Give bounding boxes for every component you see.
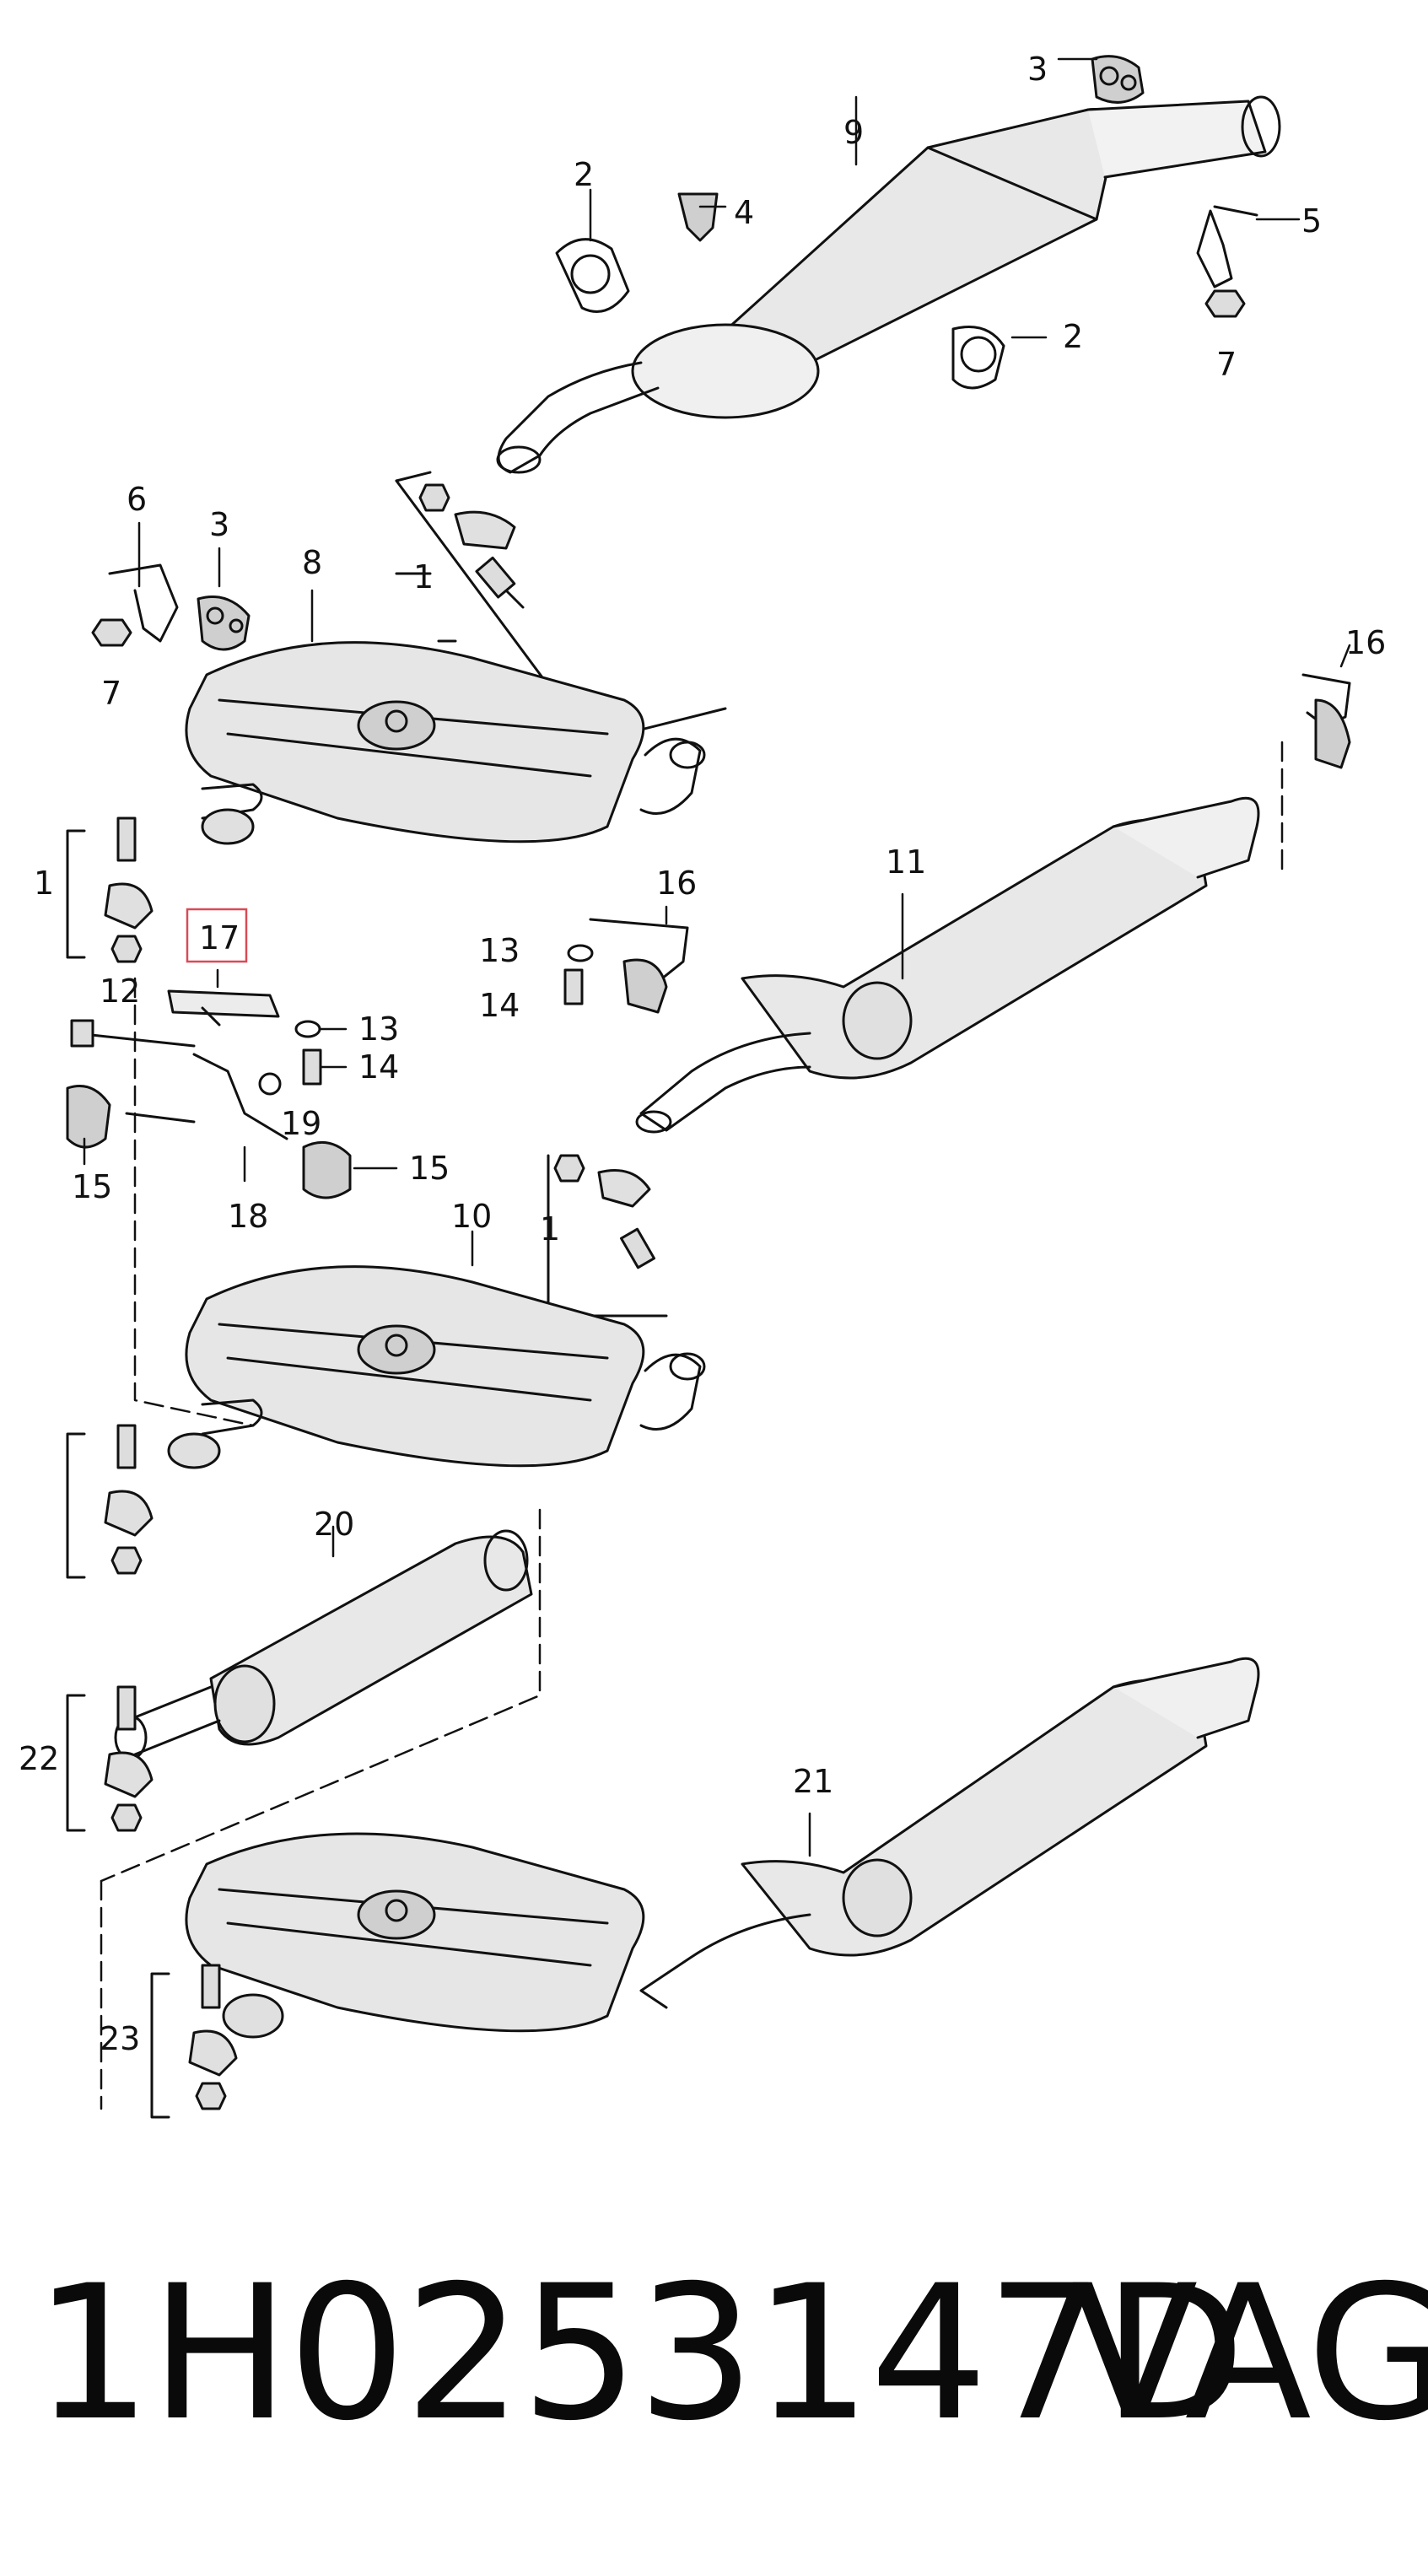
callout-6: 6: [127, 481, 147, 518]
bump-stop-4: [677, 192, 719, 242]
callout-15b: 15: [409, 1150, 450, 1187]
callout-16a: 16: [1345, 624, 1386, 661]
leader-lines: [83, 57, 1351, 1857]
callout-14b: 14: [358, 1048, 399, 1086]
exhaust-system-diagram: 9 2 4 3 5 7 2 1 6 3 8 7 16 1 11 16 13 14…: [19, 51, 1386, 2119]
callout-1c: 1: [540, 1210, 560, 1248]
clamp-22: [66, 1685, 154, 1832]
callout-13b: 13: [358, 1010, 399, 1048]
rear-silencer-9: [496, 95, 1281, 474]
callout-5: 5: [1301, 202, 1322, 240]
callout-3b: 3: [209, 506, 229, 543]
silencer-21: [639, 1657, 1260, 2009]
callout-14a: 14: [479, 987, 520, 1024]
callout-4: 4: [734, 194, 754, 231]
rubber-hanger-15-left: [66, 1085, 111, 1149]
washer-bolt-13-14: [294, 1020, 322, 1086]
callout-19: 19: [281, 1105, 321, 1142]
callout-7b: 7: [101, 675, 121, 712]
front-silencer-8: [185, 641, 706, 845]
front-silencer-23: [185, 1832, 645, 2039]
callout-22: 22: [19, 1740, 59, 1777]
nut-7-top: [1204, 289, 1246, 318]
callout-11: 11: [886, 843, 926, 881]
callout-13a: 13: [479, 932, 520, 969]
bracket-16-mid: [589, 918, 689, 1014]
rubber-hanger-15-right: [302, 1140, 352, 1199]
rubber-hanger-3-left: [197, 595, 251, 651]
callout-23: 23: [100, 2020, 140, 2057]
callout-21: 21: [793, 1763, 833, 1800]
callout-8: 8: [302, 544, 322, 581]
clamp-23: [150, 1964, 238, 2119]
rear-silencer-11: [635, 796, 1260, 1134]
callout-1b: 1: [34, 865, 54, 902]
bracket-6: [108, 563, 179, 643]
part-number: 1H0253147D: [34, 2245, 1246, 2461]
seal-ring-2b: [951, 326, 1005, 390]
clamp-1-lower: [66, 1424, 154, 1579]
washer-bolt-13-14-mid: [563, 944, 594, 1005]
callout-18: 18: [228, 1198, 268, 1235]
callout-10: 10: [451, 1198, 492, 1235]
brand-label: VAG: [1071, 2245, 1428, 2461]
callout-17: 17: [199, 919, 240, 957]
seal-ring-2a: [555, 238, 630, 313]
assembly-lines: [100, 741, 1284, 2110]
clamp-1-middle: [547, 1154, 668, 1318]
callout-2b: 2: [1063, 318, 1083, 355]
clamp-1-left: [66, 816, 154, 963]
callout-7a: 7: [1216, 346, 1237, 383]
rubber-hanger-3-top: [1091, 55, 1145, 104]
bracket-16-right: [1301, 673, 1351, 769]
callout-3a: 3: [1027, 51, 1048, 88]
front-silencer-10: [167, 1265, 706, 1469]
callout-20: 20: [314, 1506, 354, 1543]
callout-1a: 1: [413, 558, 434, 595]
callout-15a: 15: [72, 1168, 112, 1205]
nut-7-left: [91, 618, 132, 647]
highlight-box-17: [186, 908, 248, 963]
strap-18-19: [125, 1053, 288, 1140]
bolt-12: [70, 1019, 196, 1048]
callout-16b: 16: [656, 865, 697, 902]
callout-2a: 2: [574, 156, 594, 193]
bracket-17: [167, 989, 280, 1027]
bracket-5: [1196, 205, 1258, 288]
callout-12: 12: [100, 973, 140, 1010]
callout-9: 9: [843, 114, 864, 151]
clamp-1-upper: [395, 471, 727, 744]
